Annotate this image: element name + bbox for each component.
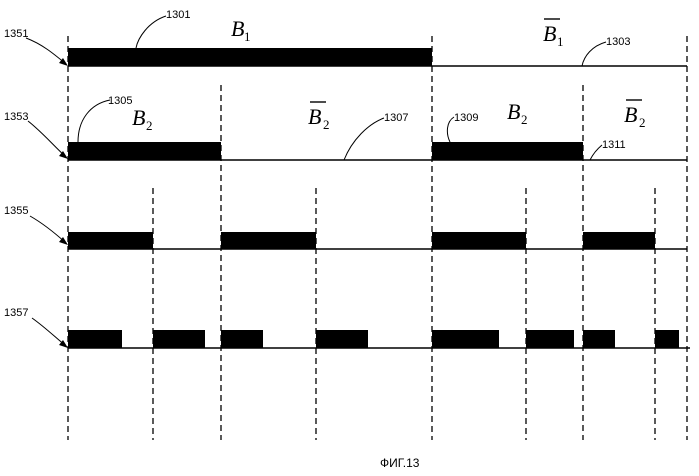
callout-1305: 1305 <box>108 95 132 107</box>
svg-text:B: B <box>132 105 145 130</box>
row-labels: 1351 1353 1355 1357 <box>4 28 68 348</box>
leader-1303 <box>582 42 606 66</box>
svg-text:1: 1 <box>557 34 564 49</box>
pulse <box>68 330 122 348</box>
callout-1309: 1309 <box>454 112 478 124</box>
pulse-b1 <box>68 48 432 66</box>
row-1357 <box>68 330 690 348</box>
svg-text:B: B <box>507 99 520 124</box>
row-ref-1355: 1355 <box>4 205 28 217</box>
pulse <box>655 330 679 348</box>
svg-text:2: 2 <box>521 112 528 127</box>
pulse <box>583 232 655 249</box>
arrow-1357 <box>32 318 66 346</box>
arrow-1351 <box>26 38 66 64</box>
figure-caption: ФИГ.13 <box>380 456 420 470</box>
pulse-b2-second <box>432 142 583 160</box>
symbol-b2-bar: B 2 <box>308 102 330 132</box>
callout-1311: 1311 <box>602 139 626 151</box>
leader-1311 <box>590 145 602 160</box>
row-1353 <box>68 142 687 160</box>
row-ref-1353: 1353 <box>4 111 28 123</box>
pulse <box>221 232 316 249</box>
svg-text:B: B <box>231 16 244 41</box>
symbol-b2-bar-second: B 2 <box>624 100 646 130</box>
callout-1301: 1301 <box>166 9 190 21</box>
arrow-1353 <box>28 121 66 157</box>
pulse <box>432 232 526 249</box>
symbol-b2-second: B 2 <box>507 99 528 127</box>
svg-text:B: B <box>543 21 556 46</box>
row-1355 <box>68 232 687 249</box>
pulse <box>221 330 263 348</box>
leader-1301 <box>136 16 166 48</box>
callout-1303: 1303 <box>606 36 630 48</box>
leader-1309 <box>447 117 454 142</box>
row-ref-1357: 1357 <box>4 307 28 319</box>
symbol-b2: B 2 <box>132 105 153 133</box>
svg-text:1: 1 <box>244 29 251 44</box>
svg-text:2: 2 <box>639 115 646 130</box>
row-1351 <box>68 48 687 66</box>
arrow-1355 <box>30 216 66 243</box>
svg-text:2: 2 <box>323 117 330 132</box>
pulse <box>432 330 499 348</box>
pulse <box>68 232 153 249</box>
symbol-b1-bar: B 1 <box>543 19 564 49</box>
pulse <box>316 330 368 348</box>
leader-1305 <box>78 100 110 142</box>
svg-text:2: 2 <box>146 118 153 133</box>
pulse <box>526 330 574 348</box>
svg-text:B: B <box>308 104 321 129</box>
pulse <box>583 330 615 348</box>
callout-1307: 1307 <box>384 112 408 124</box>
symbol-b1: B 1 <box>231 16 251 44</box>
row-ref-1351: 1351 <box>4 28 28 40</box>
svg-text:B: B <box>624 102 637 127</box>
leader-1307 <box>344 118 384 160</box>
pulse-b2-first <box>68 142 221 160</box>
pulse <box>153 330 205 348</box>
